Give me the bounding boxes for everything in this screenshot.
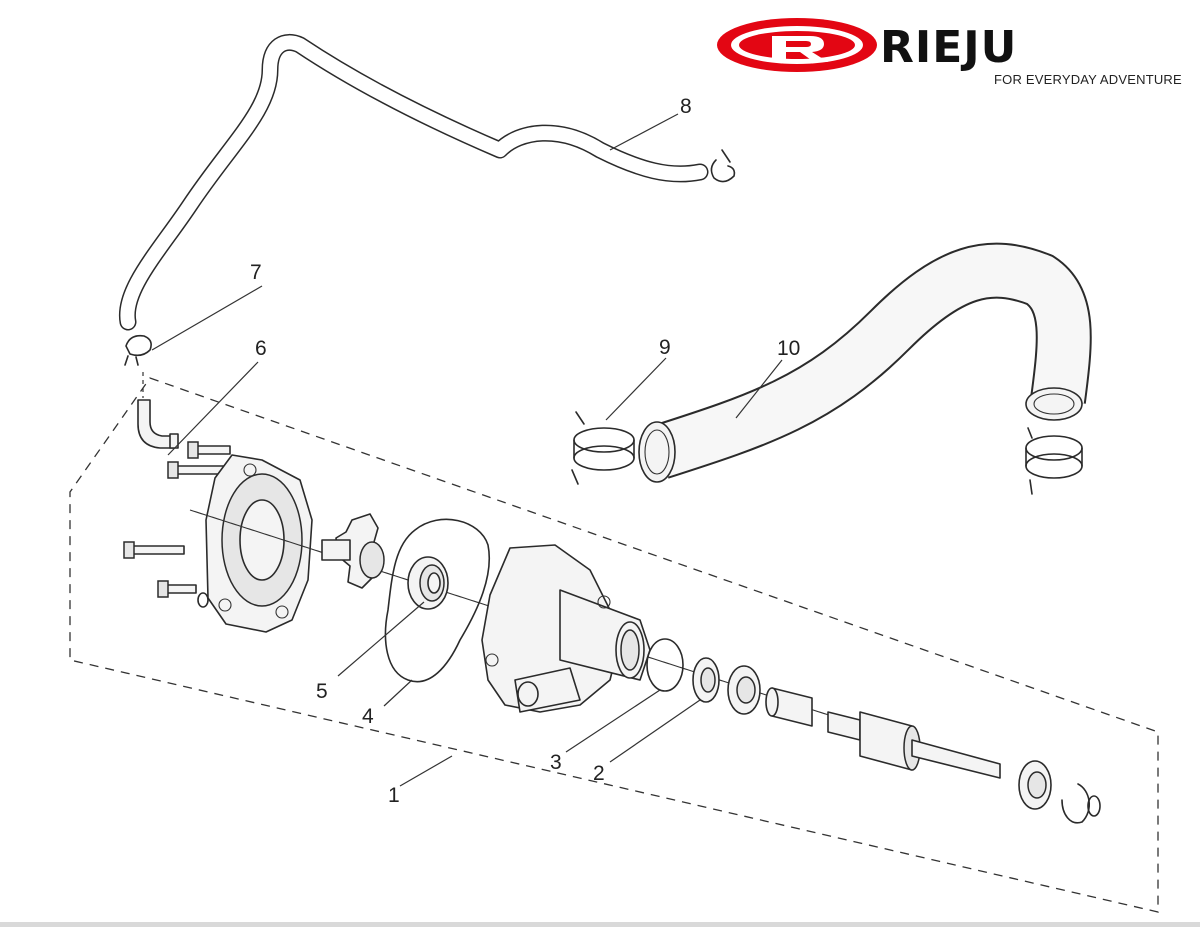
callout-leaders — [151, 113, 783, 787]
callout-7: 7 — [250, 261, 262, 284]
oil-seal-icon — [1018, 760, 1052, 810]
pump-cover-housing — [205, 454, 313, 633]
callout-9: 9 — [659, 336, 671, 359]
elbow-fitting-icon — [137, 399, 179, 449]
impeller-icon — [321, 513, 385, 589]
hose-8 — [118, 33, 709, 331]
callout-10: 10 — [777, 337, 801, 360]
pump-body-housing — [481, 544, 651, 713]
circlip-icon — [1061, 783, 1090, 824]
bottom-divider — [0, 922, 1200, 927]
spacer-sleeve-icon — [765, 687, 813, 727]
rieju-r-oval-logo-icon — [717, 18, 877, 72]
callout-2: 2 — [593, 762, 605, 785]
bolt-icon — [157, 580, 209, 608]
hose-clamp-icon — [1025, 427, 1083, 495]
o-ring-3 — [646, 638, 684, 692]
bearing-icon — [727, 665, 761, 715]
callout-5: 5 — [316, 680, 328, 703]
callout-1: 1 — [388, 784, 400, 807]
bolt-icon — [123, 541, 185, 559]
callout-8: 8 — [680, 95, 692, 118]
bolt-icon — [187, 441, 231, 459]
callout-4: 4 — [362, 705, 374, 728]
hose-clamp-9-icon — [571, 411, 635, 485]
pump-shaft — [827, 711, 1001, 779]
brand-wordmark: RIEJU — [880, 22, 1018, 73]
callout-3: 3 — [550, 751, 562, 774]
small-clamp-7-icon — [124, 334, 152, 366]
brand-tagline: FOR EVERYDAY ADVENTURE — [994, 72, 1182, 87]
hose-clamp-icon — [710, 149, 736, 183]
bearing-2 — [692, 657, 720, 703]
gasket-4 — [384, 518, 491, 683]
hose-10 — [638, 242, 1092, 483]
mechanical-seal-5 — [407, 556, 449, 610]
callout-6: 6 — [255, 337, 267, 360]
